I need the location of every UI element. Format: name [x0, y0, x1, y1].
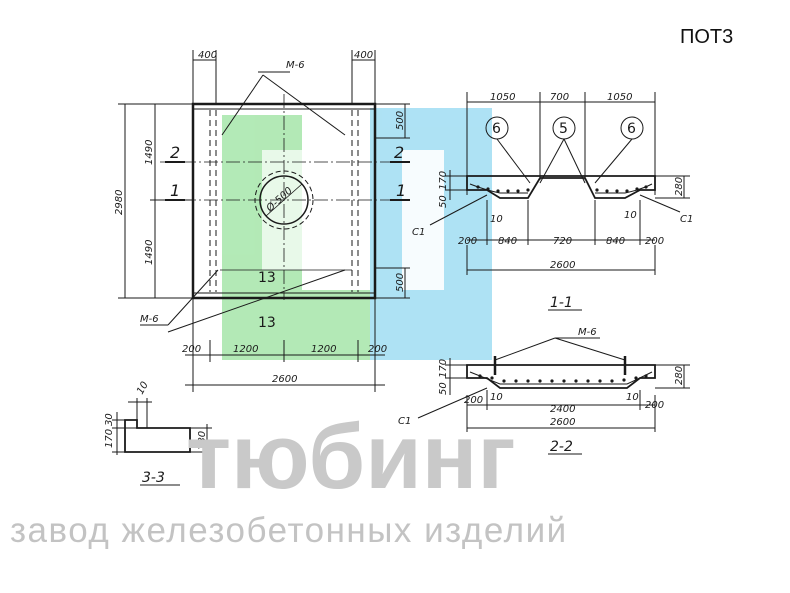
plan-section-3-top: 13	[258, 270, 276, 286]
plan-section-2-left: 2	[170, 143, 180, 162]
s11-dim-h-left-a: 170	[438, 171, 449, 190]
logo-green-block-lower	[222, 290, 372, 360]
plan-dim-bottom-mid-right: 1200	[311, 344, 336, 355]
s22-mark: М-6	[578, 327, 597, 338]
s22-dim-small-right: 10	[626, 392, 639, 403]
s33-dim-right: 280	[197, 431, 208, 450]
s22-dim-bot-mid: 2400	[550, 404, 575, 415]
s11-dim-total: 2600	[550, 260, 575, 271]
s33-dim-top: 10	[135, 380, 151, 397]
s11-dim-h-left-b: 50	[438, 195, 449, 208]
s22-dim-h-left-b: 50	[438, 382, 449, 395]
s11-dim-bot-4: 840	[606, 236, 625, 247]
plan-section-1-right: 1	[396, 181, 406, 200]
plan-hole	[259, 175, 309, 225]
s22-dim-h-right: 280	[674, 366, 685, 385]
s11-callout-6-left: 6	[492, 121, 501, 137]
section-1-1-profile	[466, 175, 656, 199]
section-2-2-rebar	[478, 374, 648, 383]
s11-dim-top-mid: 700	[550, 92, 569, 103]
plan-section-2-right: 2	[394, 143, 404, 162]
section-3-3	[112, 398, 212, 486]
section-2-2-profile	[466, 364, 656, 389]
s22-title: 2-2	[550, 439, 573, 455]
watermark-tagline: завод железобетонных изделий	[10, 511, 568, 550]
plan-dim-top-right: 400	[354, 50, 373, 61]
plan-dim-right-top: 500	[395, 111, 406, 130]
s11-mark-left: С1	[412, 227, 425, 238]
s22-dim-h-left-a: 170	[438, 359, 449, 378]
watermark-brand: тюбинг	[186, 406, 516, 508]
s22-dim-small-left: 10	[490, 392, 503, 403]
plan-dim-bottom-mid-left: 1200	[233, 344, 258, 355]
logo-white-gap	[402, 150, 444, 290]
plan-dim-top-left: 400	[198, 50, 217, 61]
section-1-1	[429, 92, 690, 311]
s33-title: 3-3	[142, 470, 165, 486]
s11-mark-right: С1	[680, 214, 693, 225]
s11-dim-small-right: 10	[624, 210, 637, 221]
watermark-logo	[222, 108, 492, 360]
plan-view	[118, 50, 410, 392]
s11-dim-top-right: 1050	[607, 92, 632, 103]
s22-dim-total: 2600	[550, 417, 575, 428]
plan-dim-right-bottom: 500	[395, 273, 406, 292]
s11-callout-6-right: 6	[627, 121, 636, 137]
s11-dim-bot-1: 200	[458, 236, 477, 247]
s11-dim-small-left: 10	[490, 214, 503, 225]
section-2-2	[417, 337, 690, 455]
plan-section-3-bottom: 13	[258, 315, 276, 331]
drawing-code: ПОТ3	[680, 26, 734, 48]
s33-dim-left-a: 30	[104, 413, 115, 426]
s11-dim-top-left: 1050	[490, 92, 515, 103]
s11-callout-5: 5	[559, 121, 568, 137]
plan-dim-left-upper: 1490	[144, 140, 155, 165]
s11-dim-bot-5: 200	[645, 236, 664, 247]
plan-dim-left-total: 2980	[114, 190, 125, 215]
section-1-1-rebar	[476, 185, 648, 193]
plan-mark-bottom: М-6	[140, 314, 159, 325]
plan-section-1-left: 1	[170, 181, 180, 200]
s22-dim-bot-left: 200	[464, 395, 483, 406]
s11-dim-bot-3: 720	[553, 236, 572, 247]
s11-dim-bot-2: 840	[498, 236, 517, 247]
section-3-3-profile	[124, 419, 191, 453]
plan-mark-top: М-6	[286, 60, 305, 71]
s22-mark-c1: С1	[398, 416, 411, 427]
plan-dim-bottom-edge-right: 200	[368, 344, 387, 355]
plan-dim-bottom-edge-left: 200	[182, 344, 201, 355]
s11-dim-h-right: 280	[674, 177, 685, 196]
plan-dim-bottom-total: 2600	[272, 374, 297, 385]
s11-title: 1-1	[550, 295, 573, 311]
logo-white-gap-2	[262, 150, 302, 270]
s33-dim-left-b: 170	[104, 429, 115, 448]
s22-dim-bot-right: 200	[645, 400, 664, 411]
plan-dim-left-lower: 1490	[144, 240, 155, 265]
